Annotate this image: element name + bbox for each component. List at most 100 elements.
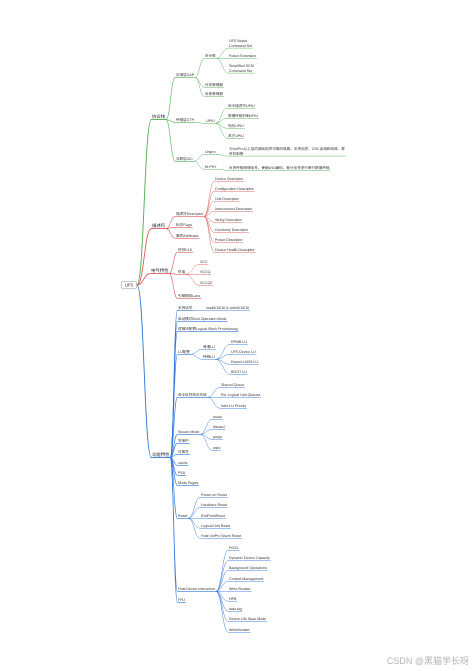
- detail-topic: 特殊LU: [203, 354, 215, 359]
- branch-connector: [199, 434, 213, 451]
- branch-connector: [207, 397, 221, 409]
- branch-connector: [187, 518, 201, 529]
- detail-topic: BOOT LU: [231, 370, 247, 374]
- branch-connector: [203, 211, 215, 217]
- detail-topic: Host UniPro Warm Reset: [201, 534, 241, 538]
- branch-connector: [215, 591, 229, 622]
- branch-connector: [169, 273, 178, 275]
- connector-layer: [136, 47, 231, 633]
- branch-connector: [190, 349, 203, 355]
- subtopic: Reset: [178, 514, 187, 518]
- detail-topic: Interconnect Descriptor: [215, 207, 253, 211]
- detail-topic: read6/10/16 & write6/10/16: [206, 306, 249, 310]
- root-topic: UFS: [125, 283, 134, 288]
- detail-topic: Logical Unit Reset: [201, 524, 230, 528]
- subtopic: 时钟CLK: [178, 247, 193, 252]
- branch-connector: [136, 119, 152, 286]
- csdn-watermark: CSDN @黑猫学长呀: [386, 656, 469, 666]
- detail-topic: 其它UPIU: [228, 133, 244, 138]
- subtopic: 写保护: [178, 438, 189, 443]
- detail-topic: UFS Device LU: [231, 350, 256, 354]
- branch-connector: [169, 252, 178, 274]
- detail-topic: 命令集: [205, 53, 216, 58]
- detail-topic: Hardware Reset: [201, 503, 227, 507]
- branch-connector: [187, 507, 201, 519]
- branch-connector: [165, 77, 176, 120]
- detail-topic: HPB: [229, 597, 237, 601]
- main-topic: 功能特性: [152, 452, 170, 457]
- detail-topic: 负责传输物理信号，使用8/10编码，差分信号进行串行数据传输: [229, 165, 330, 170]
- branch-connector: [185, 274, 200, 286]
- branch-connector: [199, 419, 213, 435]
- detail-topic: Device Life Span Mode: [229, 617, 266, 621]
- branch-connector: [215, 570, 229, 592]
- branch-connector: [215, 591, 229, 633]
- detail-topic: 设备管理器: [205, 91, 223, 96]
- detail-topic: purge: [213, 435, 222, 439]
- subtopic: 属性Attributes: [176, 233, 199, 238]
- branch-connector: [190, 354, 203, 360]
- branch-connector: [215, 550, 229, 592]
- subtopic: 应用层UAP: [176, 72, 195, 77]
- subtopic: 传输层UTP: [176, 117, 195, 122]
- branch-connector: [203, 201, 215, 217]
- branch-connector: [199, 429, 213, 435]
- detail-topic: discard: [213, 425, 225, 429]
- detail-topic: VCCQ2: [200, 281, 212, 285]
- subtopic: 描述符Descriptor: [176, 211, 204, 216]
- subtopic: FFU: [178, 598, 185, 602]
- branch-connector: [203, 216, 215, 253]
- branch-connector: [194, 77, 205, 97]
- detail-topic: Context Management: [229, 577, 263, 581]
- branch-connector: [169, 457, 178, 519]
- subtopic: Secure Mode: [178, 430, 199, 434]
- detail-topic: Inter-LU Priority: [221, 404, 246, 408]
- branch-connector: [215, 123, 228, 139]
- branch-connector: [203, 191, 215, 217]
- branch-connector: [194, 58, 205, 78]
- detail-topic: POSL: [229, 546, 239, 550]
- detail-topic: WriteBooster: [229, 628, 251, 632]
- subtopic: LU配置: [178, 350, 190, 354]
- detail-topic: Power-on Reset: [201, 493, 227, 497]
- branch-connector: [169, 397, 178, 458]
- branch-connector: [215, 591, 229, 612]
- branch-connector: [215, 359, 231, 375]
- branch-connector: [168, 273, 178, 299]
- detail-topic: erase: [213, 415, 222, 419]
- subtopic: 标志Flags: [176, 222, 192, 227]
- subtopic: Mode Pages: [178, 481, 198, 485]
- detail-topic: Report LUNS LU: [231, 360, 258, 364]
- subtopic: 逻辑块配置Logical Block Provisioning: [178, 326, 238, 331]
- subtopic: 引脚图及Lane: [178, 294, 200, 298]
- main-topic: 电气特性: [151, 268, 169, 273]
- detail-topic: Write Booster: [229, 587, 252, 591]
- branch-connector: [216, 154, 229, 157]
- branch-connector: [216, 47, 229, 59]
- subtopic: 可靠写: [178, 449, 189, 454]
- subtopic: 支持读写: [178, 305, 193, 310]
- detail-topic: 响应UPIU: [228, 123, 244, 128]
- underline-layer: [149, 47, 346, 633]
- detail-topic: Background Operations: [229, 566, 267, 570]
- detail-topic: 任务管理器: [205, 82, 223, 87]
- main-topic: 描述符: [152, 223, 166, 228]
- branch-connector: [203, 181, 215, 217]
- subtopic: cache: [178, 461, 188, 465]
- detail-topic: Configuration Descriptor: [215, 187, 255, 191]
- detail-topic: wipe: [213, 446, 220, 450]
- branch-connector: [165, 119, 176, 162]
- branch-connector: [217, 169, 229, 171]
- branch-connector: [169, 457, 178, 486]
- branch-connector: [185, 264, 200, 275]
- detail-topic: Power Descriptor: [215, 238, 243, 242]
- branch-connector: [193, 161, 205, 170]
- branch-connector: [165, 216, 176, 229]
- branch-connector: [194, 77, 205, 88]
- detail-topic: VCC: [200, 260, 208, 264]
- detail-topic: Dynamic Device Capacity: [229, 556, 270, 560]
- branch-connector: [215, 354, 231, 360]
- detail-topic: VCCQ: [200, 270, 211, 274]
